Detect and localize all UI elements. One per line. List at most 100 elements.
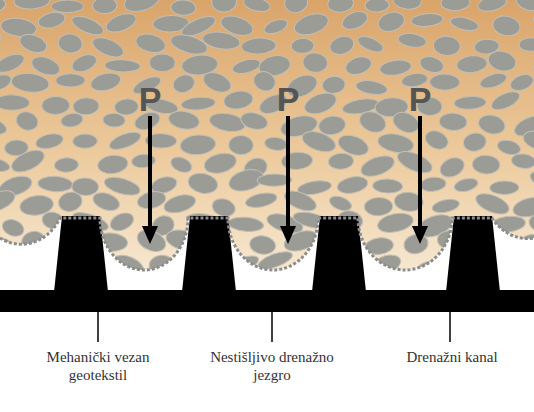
pebble — [527, 212, 534, 234]
pebble — [477, 113, 507, 137]
pebble — [54, 157, 79, 173]
leader-lines — [98, 246, 450, 342]
pebble — [433, 35, 461, 56]
pebble — [478, 70, 508, 91]
pebble — [420, 176, 447, 193]
pebble — [14, 109, 41, 133]
pebble — [131, 153, 156, 168]
pebble — [418, 54, 445, 75]
pebble — [167, 109, 201, 132]
pebble — [73, 134, 98, 149]
pebble — [57, 190, 84, 214]
pebble — [519, 38, 534, 52]
pebble — [102, 113, 125, 128]
pebble — [356, 33, 386, 55]
pebble — [0, 94, 30, 110]
pebble — [200, 69, 233, 96]
pebble — [244, 190, 278, 210]
pebble — [60, 112, 84, 129]
pebble — [202, 30, 242, 51]
pebble — [210, 196, 237, 219]
pebble — [441, 0, 471, 11]
pebble — [489, 88, 522, 114]
pebble — [281, 151, 313, 170]
pebble — [0, 258, 28, 278]
load-arrows — [142, 116, 428, 244]
drainage-core — [0, 216, 534, 312]
pebble — [453, 176, 479, 194]
pebble — [292, 10, 331, 39]
pebble — [462, 131, 488, 153]
pebble — [262, 16, 289, 36]
pebble — [0, 187, 18, 216]
pebble — [0, 50, 27, 76]
pebble — [228, 216, 264, 233]
pebble — [37, 10, 67, 31]
pebble — [186, 171, 219, 196]
pebble — [283, 0, 310, 15]
pebble — [449, 15, 480, 33]
pebble — [108, 210, 137, 235]
load-label: P — [400, 82, 440, 116]
pebble — [431, 197, 461, 215]
part-name: Drenažni kanal — [387, 348, 517, 366]
pebble — [371, 252, 402, 275]
pebble — [0, 217, 26, 240]
pebble — [532, 12, 534, 33]
pebble — [0, 29, 3, 52]
pebble — [134, 31, 167, 55]
part-name: Nestišljivo drenažno jezgro — [207, 348, 337, 384]
load-label: P — [130, 82, 170, 116]
pebble — [73, 97, 100, 115]
pebble — [114, 98, 139, 116]
pebble — [168, 31, 209, 58]
pebble — [511, 153, 534, 170]
pebble — [264, 136, 288, 152]
pebble — [179, 133, 216, 156]
pebble — [392, 0, 423, 11]
pebble — [8, 146, 47, 177]
pebble — [302, 52, 328, 74]
pebble — [491, 14, 522, 38]
pebble — [56, 74, 86, 88]
pebble — [490, 181, 519, 195]
pebble — [149, 54, 175, 72]
pebble — [162, 192, 198, 217]
pebble — [104, 59, 140, 72]
pebble — [228, 135, 253, 155]
pebble — [472, 154, 500, 174]
pebble — [327, 0, 354, 13]
pebble — [336, 174, 369, 196]
pebble — [241, 37, 276, 55]
pebble — [91, 189, 122, 214]
pebble — [531, 50, 534, 77]
geotextile — [0, 218, 534, 270]
pebble — [454, 96, 487, 110]
pebble — [134, 226, 169, 256]
pebble — [92, 0, 117, 14]
pebble — [456, 54, 488, 74]
pebble — [402, 232, 430, 256]
pebble — [372, 179, 402, 194]
pebble — [300, 128, 339, 156]
pebble — [38, 175, 74, 192]
pebble — [328, 152, 354, 170]
pebble — [11, 72, 50, 94]
pebble — [476, 0, 507, 14]
pebble — [343, 54, 373, 78]
pebble — [357, 108, 389, 136]
pebble — [223, 89, 255, 111]
pebble — [97, 154, 129, 176]
load-label: P — [268, 82, 308, 116]
pebble — [355, 79, 388, 97]
pebble — [340, 8, 370, 33]
pebble — [0, 0, 6, 12]
pebble — [202, 150, 238, 176]
part-name: Mehanički vezan geotekstil — [33, 348, 163, 384]
pebble — [208, 111, 247, 134]
pebble — [486, 48, 518, 73]
pebble — [17, 31, 49, 56]
pebble — [51, 0, 84, 13]
pebble — [41, 96, 69, 115]
